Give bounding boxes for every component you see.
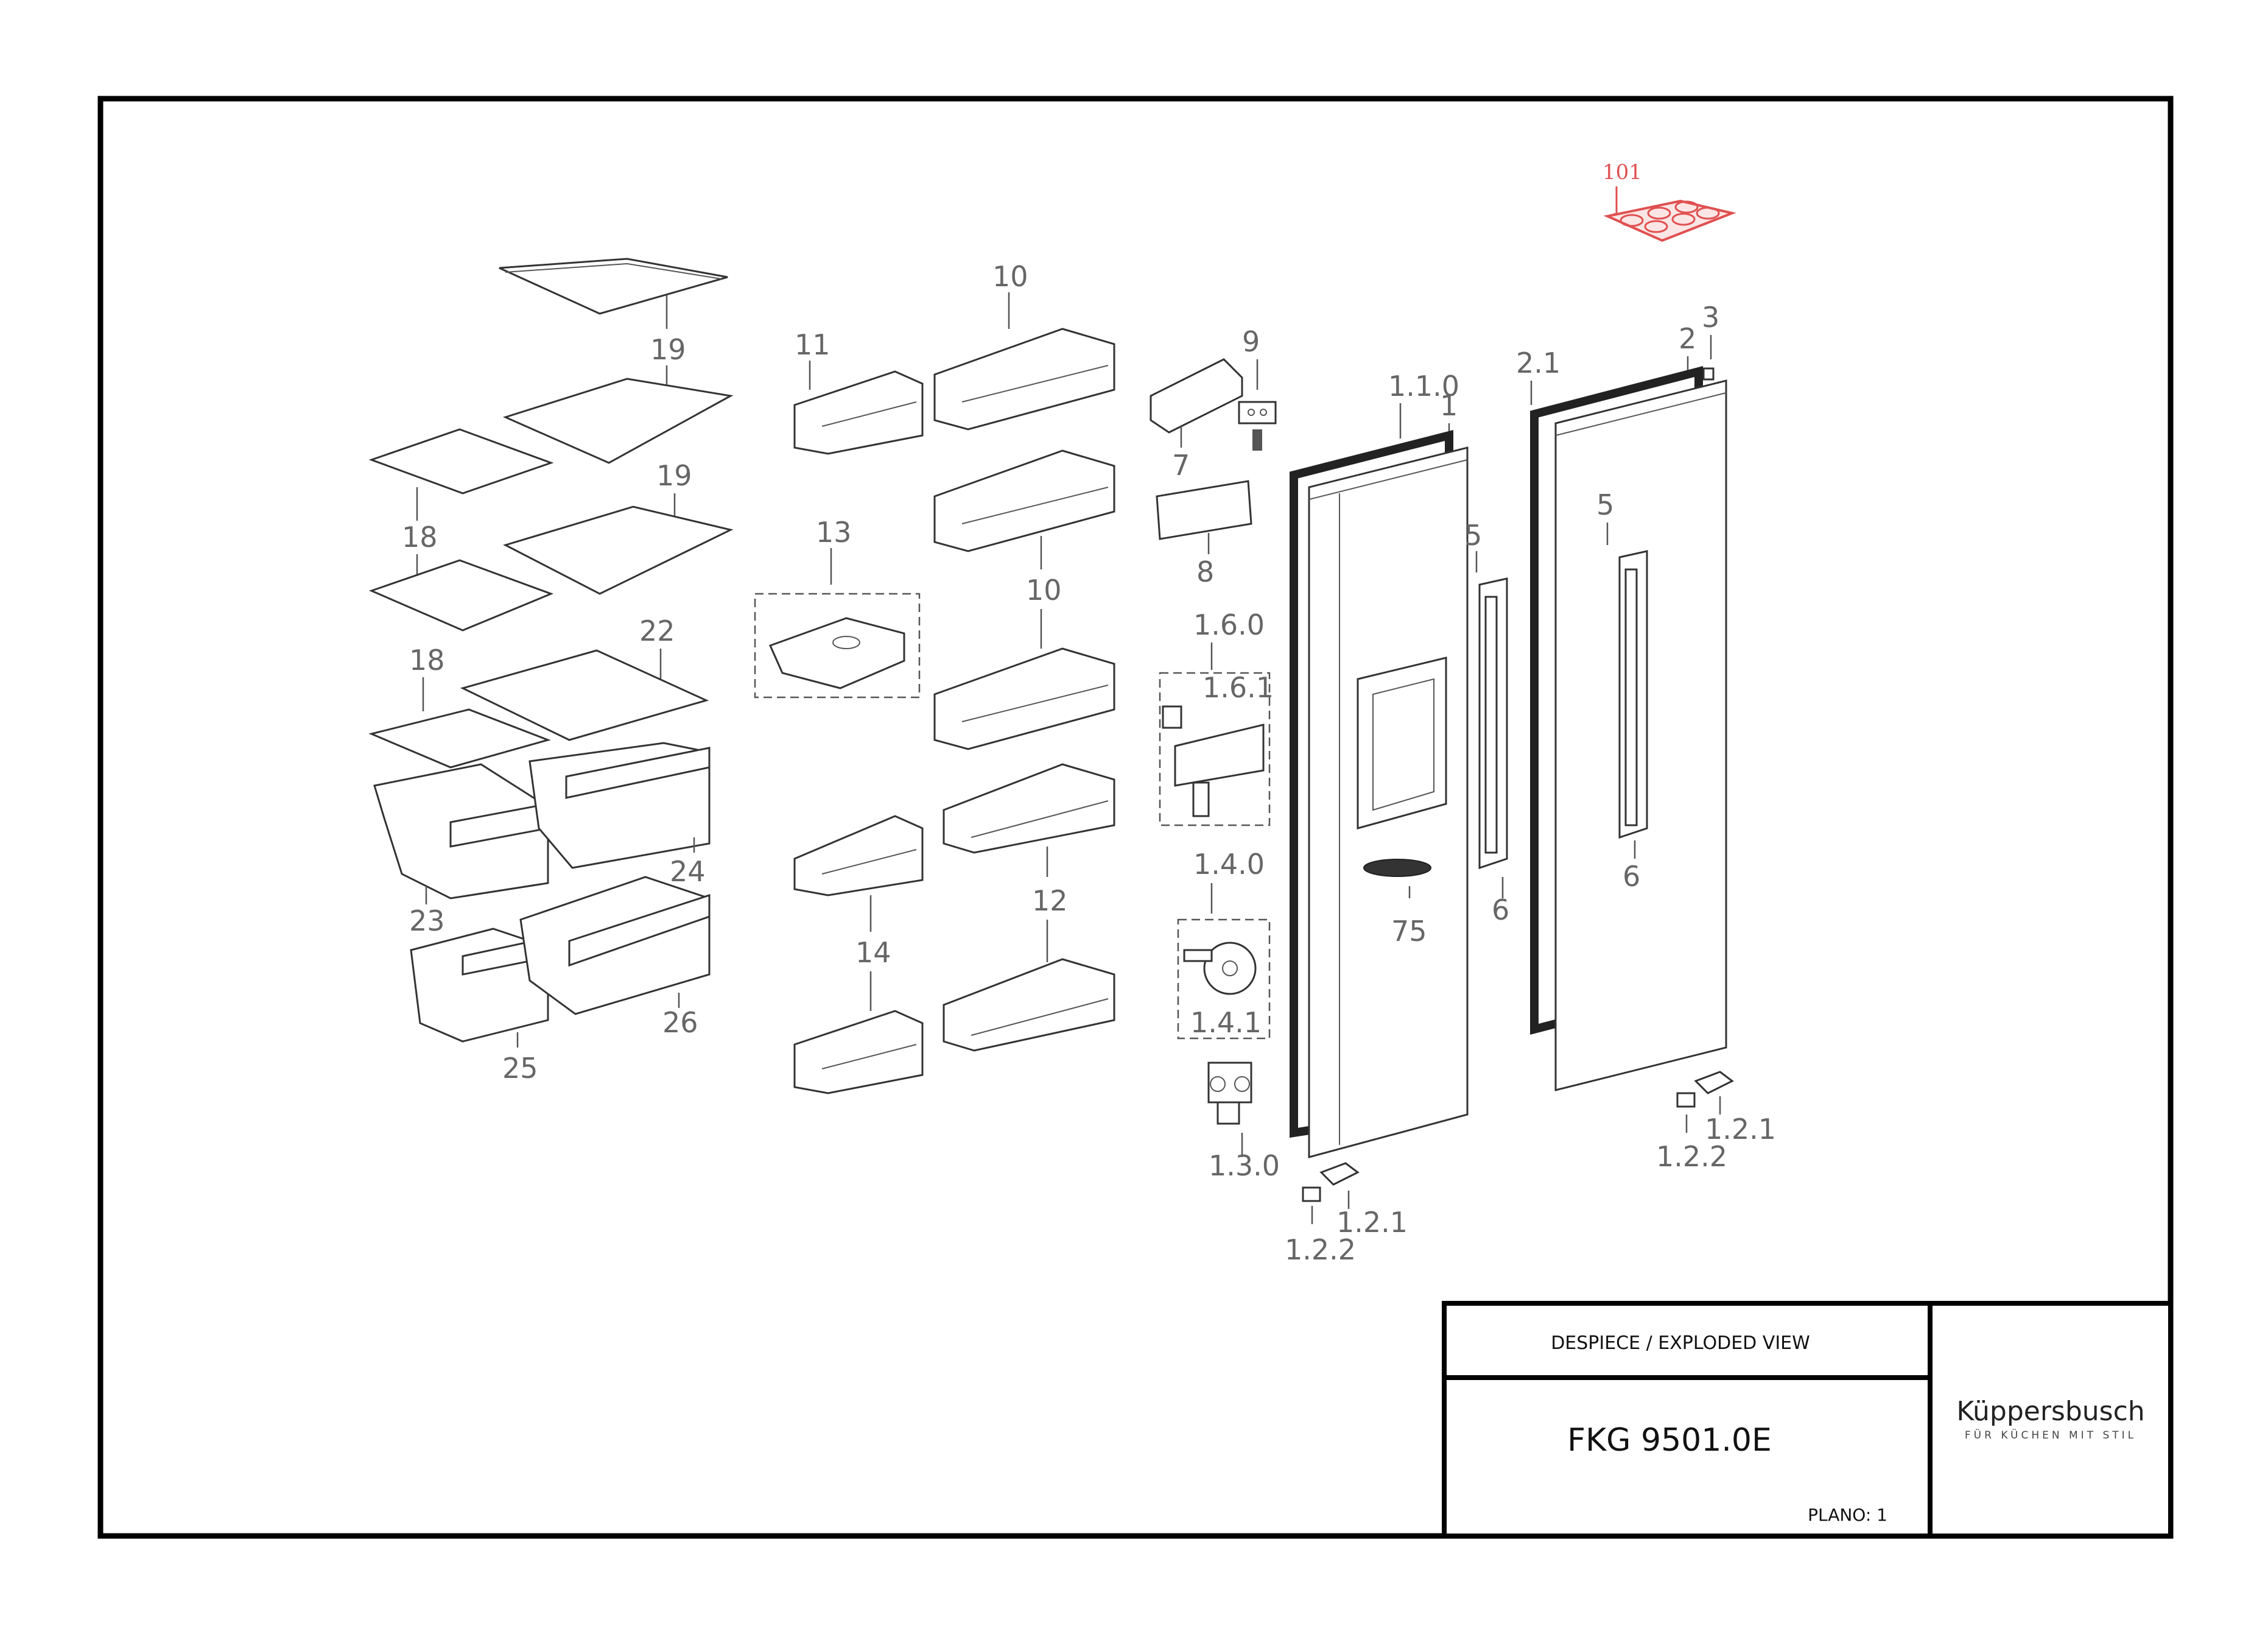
model-number: FKG 9501.0E <box>1567 1422 1772 1459</box>
callout-101: 101 <box>1603 160 1642 185</box>
part-24-crisper-drawer-right <box>528 742 711 869</box>
part-75-grille <box>1363 859 1431 877</box>
drawing-frame <box>97 96 2174 1539</box>
callout-1-2-1-right: 1.2.1 <box>1705 1113 1776 1146</box>
callout-1-6-1: 1.6.1 <box>1202 671 1274 704</box>
part-1-3-0-water-valve <box>1207 1062 1252 1125</box>
callout-18-lower: 18 <box>409 644 445 677</box>
part-3-hinge-pin <box>1702 367 1715 381</box>
part-19-glass-shelf-lower <box>503 505 734 595</box>
part-8-display-cover <box>1156 480 1252 540</box>
part-10-door-bin-top <box>933 328 1115 431</box>
callout-10-top: 10 <box>992 260 1028 293</box>
callout-1-2-2-left: 1.2.2 <box>1285 1233 1356 1266</box>
callout-25: 25 <box>502 1052 538 1085</box>
part-1-2-1-hinge-right <box>1694 1071 1734 1115</box>
callout-6-left: 6 <box>1492 893 1509 926</box>
part-1-2-1-hinge-left <box>1319 1162 1360 1209</box>
brand-slogan: FÜR KÜCHEN MIT STIL <box>1965 1428 2136 1442</box>
part-14-door-bin-lower <box>793 1010 924 1094</box>
callout-1: 1 <box>1440 389 1458 422</box>
part-22-crisper-cover <box>460 649 709 741</box>
callout-1-4-0: 1.4.0 <box>1193 848 1265 881</box>
callout-1-2-1-left: 1.2.1 <box>1336 1206 1408 1239</box>
callout-2-1: 2.1 <box>1516 347 1561 379</box>
part-9-sensor <box>1238 401 1277 451</box>
drawing-title: DESPIECE / EXPLODED VIEW <box>1551 1333 1810 1354</box>
callout-8: 8 <box>1196 555 1214 588</box>
part-19-glass-shelf-top <box>499 258 728 315</box>
part-26-drawer-large <box>519 876 711 1015</box>
callout-10-mid: 10 <box>1026 574 1062 607</box>
callout-1-3-0: 1.3.0 <box>1209 1149 1280 1182</box>
part-5-handle-left <box>1478 577 1508 870</box>
callout-22: 22 <box>639 615 675 647</box>
callout-7: 7 <box>1172 449 1190 482</box>
part-dispenser-recess <box>1357 657 1447 829</box>
title-block: DESPIECE / EXPLODED VIEW FKG 9501.0E PLA… <box>1442 1301 2173 1538</box>
part-1-6-1-dispenser-module <box>1162 705 1265 817</box>
part-14-door-bin-upper <box>793 815 924 896</box>
part-18-half-shelf-lower <box>368 559 554 632</box>
callout-9: 9 <box>1242 325 1260 358</box>
callout-12: 12 <box>1032 884 1068 917</box>
part-11-door-bin-small <box>793 370 924 455</box>
callout-1-1-0: 1.1.0 <box>1388 370 1459 403</box>
callout-11: 11 <box>795 328 830 361</box>
callout-5-right: 5 <box>1596 488 1614 521</box>
part-1-4-group-box <box>1177 918 1271 1040</box>
callout-14: 14 <box>855 936 891 969</box>
callout-24: 24 <box>670 855 706 888</box>
part-1-6-group-box <box>1159 672 1271 826</box>
callout-3: 3 <box>1702 301 1719 334</box>
callout-1-2-2-right: 1.2.2 <box>1656 1140 1727 1173</box>
part-1-4-1-motor <box>1183 942 1257 995</box>
part-12-door-bin-upper <box>943 763 1115 854</box>
part-1-2-2-hinge-cap-right <box>1676 1092 1696 1133</box>
part-19-glass-shelf-upper <box>502 378 734 464</box>
callout-13: 13 <box>816 516 852 549</box>
callout-1-4-1: 1.4.1 <box>1190 1006 1262 1039</box>
part-18-crisper-glass <box>368 708 551 769</box>
callout-18-upper: 18 <box>402 521 438 554</box>
callout-1-6-0: 1.6.0 <box>1193 608 1265 641</box>
brand-logo: Küppersbusch <box>1956 1396 2144 1427</box>
callout-26: 26 <box>662 1006 698 1039</box>
part-10-door-bin-second <box>933 449 1115 552</box>
callout-23: 23 <box>409 904 445 937</box>
part-1-2-2-hinge-cap-left <box>1302 1186 1321 1224</box>
callout-19-mid: 19 <box>656 459 692 492</box>
sheet-number: PLANO: 1 <box>1808 1505 1887 1525</box>
part-5-handle-right <box>1618 550 1648 839</box>
part-18-half-shelf-upper <box>368 428 554 495</box>
callout-6-right: 6 <box>1623 860 1640 893</box>
part-7-control-board <box>1150 358 1243 434</box>
part-13-group-box <box>754 593 921 699</box>
callout-5-left: 5 <box>1464 519 1482 552</box>
callout-2: 2 <box>1679 322 1696 355</box>
part-101-egg-tray: 101 <box>1603 160 1736 242</box>
part-12-door-bin-lower <box>943 958 1115 1052</box>
callout-19-top: 19 <box>650 333 686 366</box>
callout-75: 75 <box>1391 915 1427 948</box>
part-10-door-bin-third <box>933 647 1115 750</box>
part-23-crisper-drawer-left <box>373 763 549 900</box>
part-13-ice-tray <box>768 617 905 689</box>
